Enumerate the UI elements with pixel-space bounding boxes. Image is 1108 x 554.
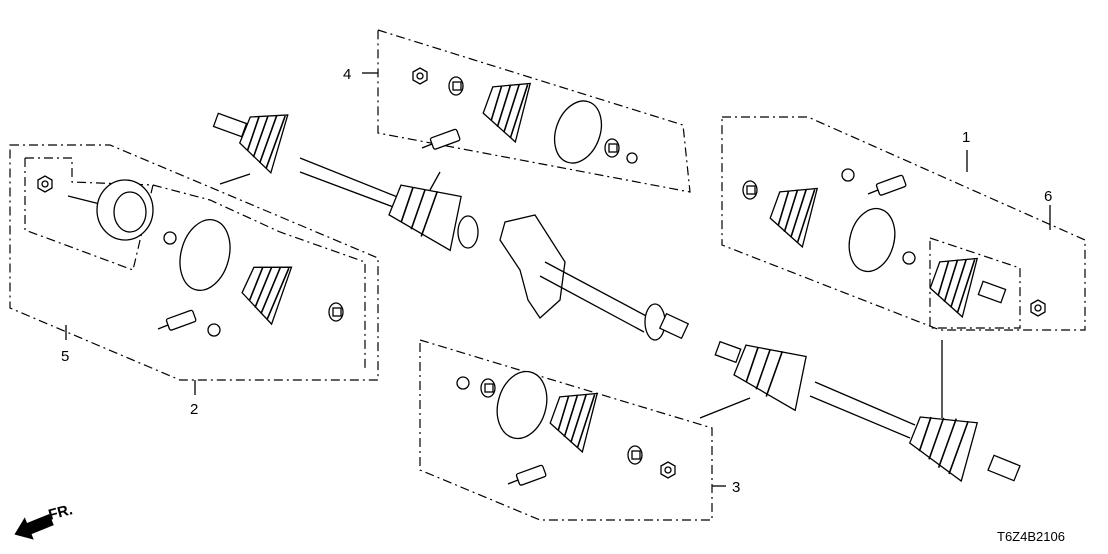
snap-ring-icon <box>841 168 855 182</box>
kit-box-2: 2 5 <box>9 144 379 418</box>
nut-icon <box>412 67 428 85</box>
callout-3: 3 <box>732 479 740 496</box>
intermediate-shaft <box>499 214 690 341</box>
spline-icon <box>977 280 1007 304</box>
nut-icon <box>1030 299 1046 317</box>
kit-box-4: 4 <box>343 29 691 193</box>
snap-ring-icon <box>163 231 177 245</box>
kit-box-3: 3 <box>419 339 751 521</box>
snap-ring-icon <box>626 152 638 164</box>
grease-tube-icon <box>157 309 198 332</box>
callout-2: 2 <box>190 401 198 418</box>
clamp-icon <box>627 445 643 465</box>
outer-cv-joint <box>67 179 154 241</box>
callout-1: 1 <box>962 129 970 146</box>
right-driveshaft <box>714 340 1021 483</box>
front-direction-indicator: FR. <box>14 501 75 540</box>
boot-icon <box>763 176 824 248</box>
band-icon <box>496 370 548 440</box>
snap-ring-icon <box>456 376 470 390</box>
diagram-code: T6Z4B2106 <box>997 529 1065 544</box>
callout-4: 4 <box>343 66 351 83</box>
band-icon <box>848 207 896 273</box>
nut-icon <box>37 175 53 193</box>
grease-tube-icon <box>421 128 462 151</box>
boot-icon <box>543 381 604 453</box>
clip-icon <box>604 138 620 158</box>
nut-icon <box>660 461 676 479</box>
clamp-icon <box>742 180 758 200</box>
fr-label: FR. <box>47 501 75 524</box>
grease-tube-icon <box>507 464 548 487</box>
kit-box-1: 1 6 <box>721 116 1086 331</box>
band-icon <box>553 100 603 164</box>
clamp-icon <box>328 302 344 322</box>
clamp-icon <box>448 76 464 96</box>
snap-ring-icon <box>902 251 916 265</box>
callout-6: 6 <box>1044 188 1052 205</box>
left-driveshaft <box>212 101 479 252</box>
band-icon <box>179 219 231 291</box>
boot-icon <box>234 252 298 325</box>
snap-ring-icon <box>207 323 221 337</box>
cv-joint-icon <box>923 246 984 318</box>
boot-icon <box>476 71 537 143</box>
arrow-left-icon <box>14 513 54 540</box>
clip-icon <box>480 378 496 398</box>
callout-5: 5 <box>61 348 69 365</box>
grease-tube-icon <box>867 174 908 197</box>
